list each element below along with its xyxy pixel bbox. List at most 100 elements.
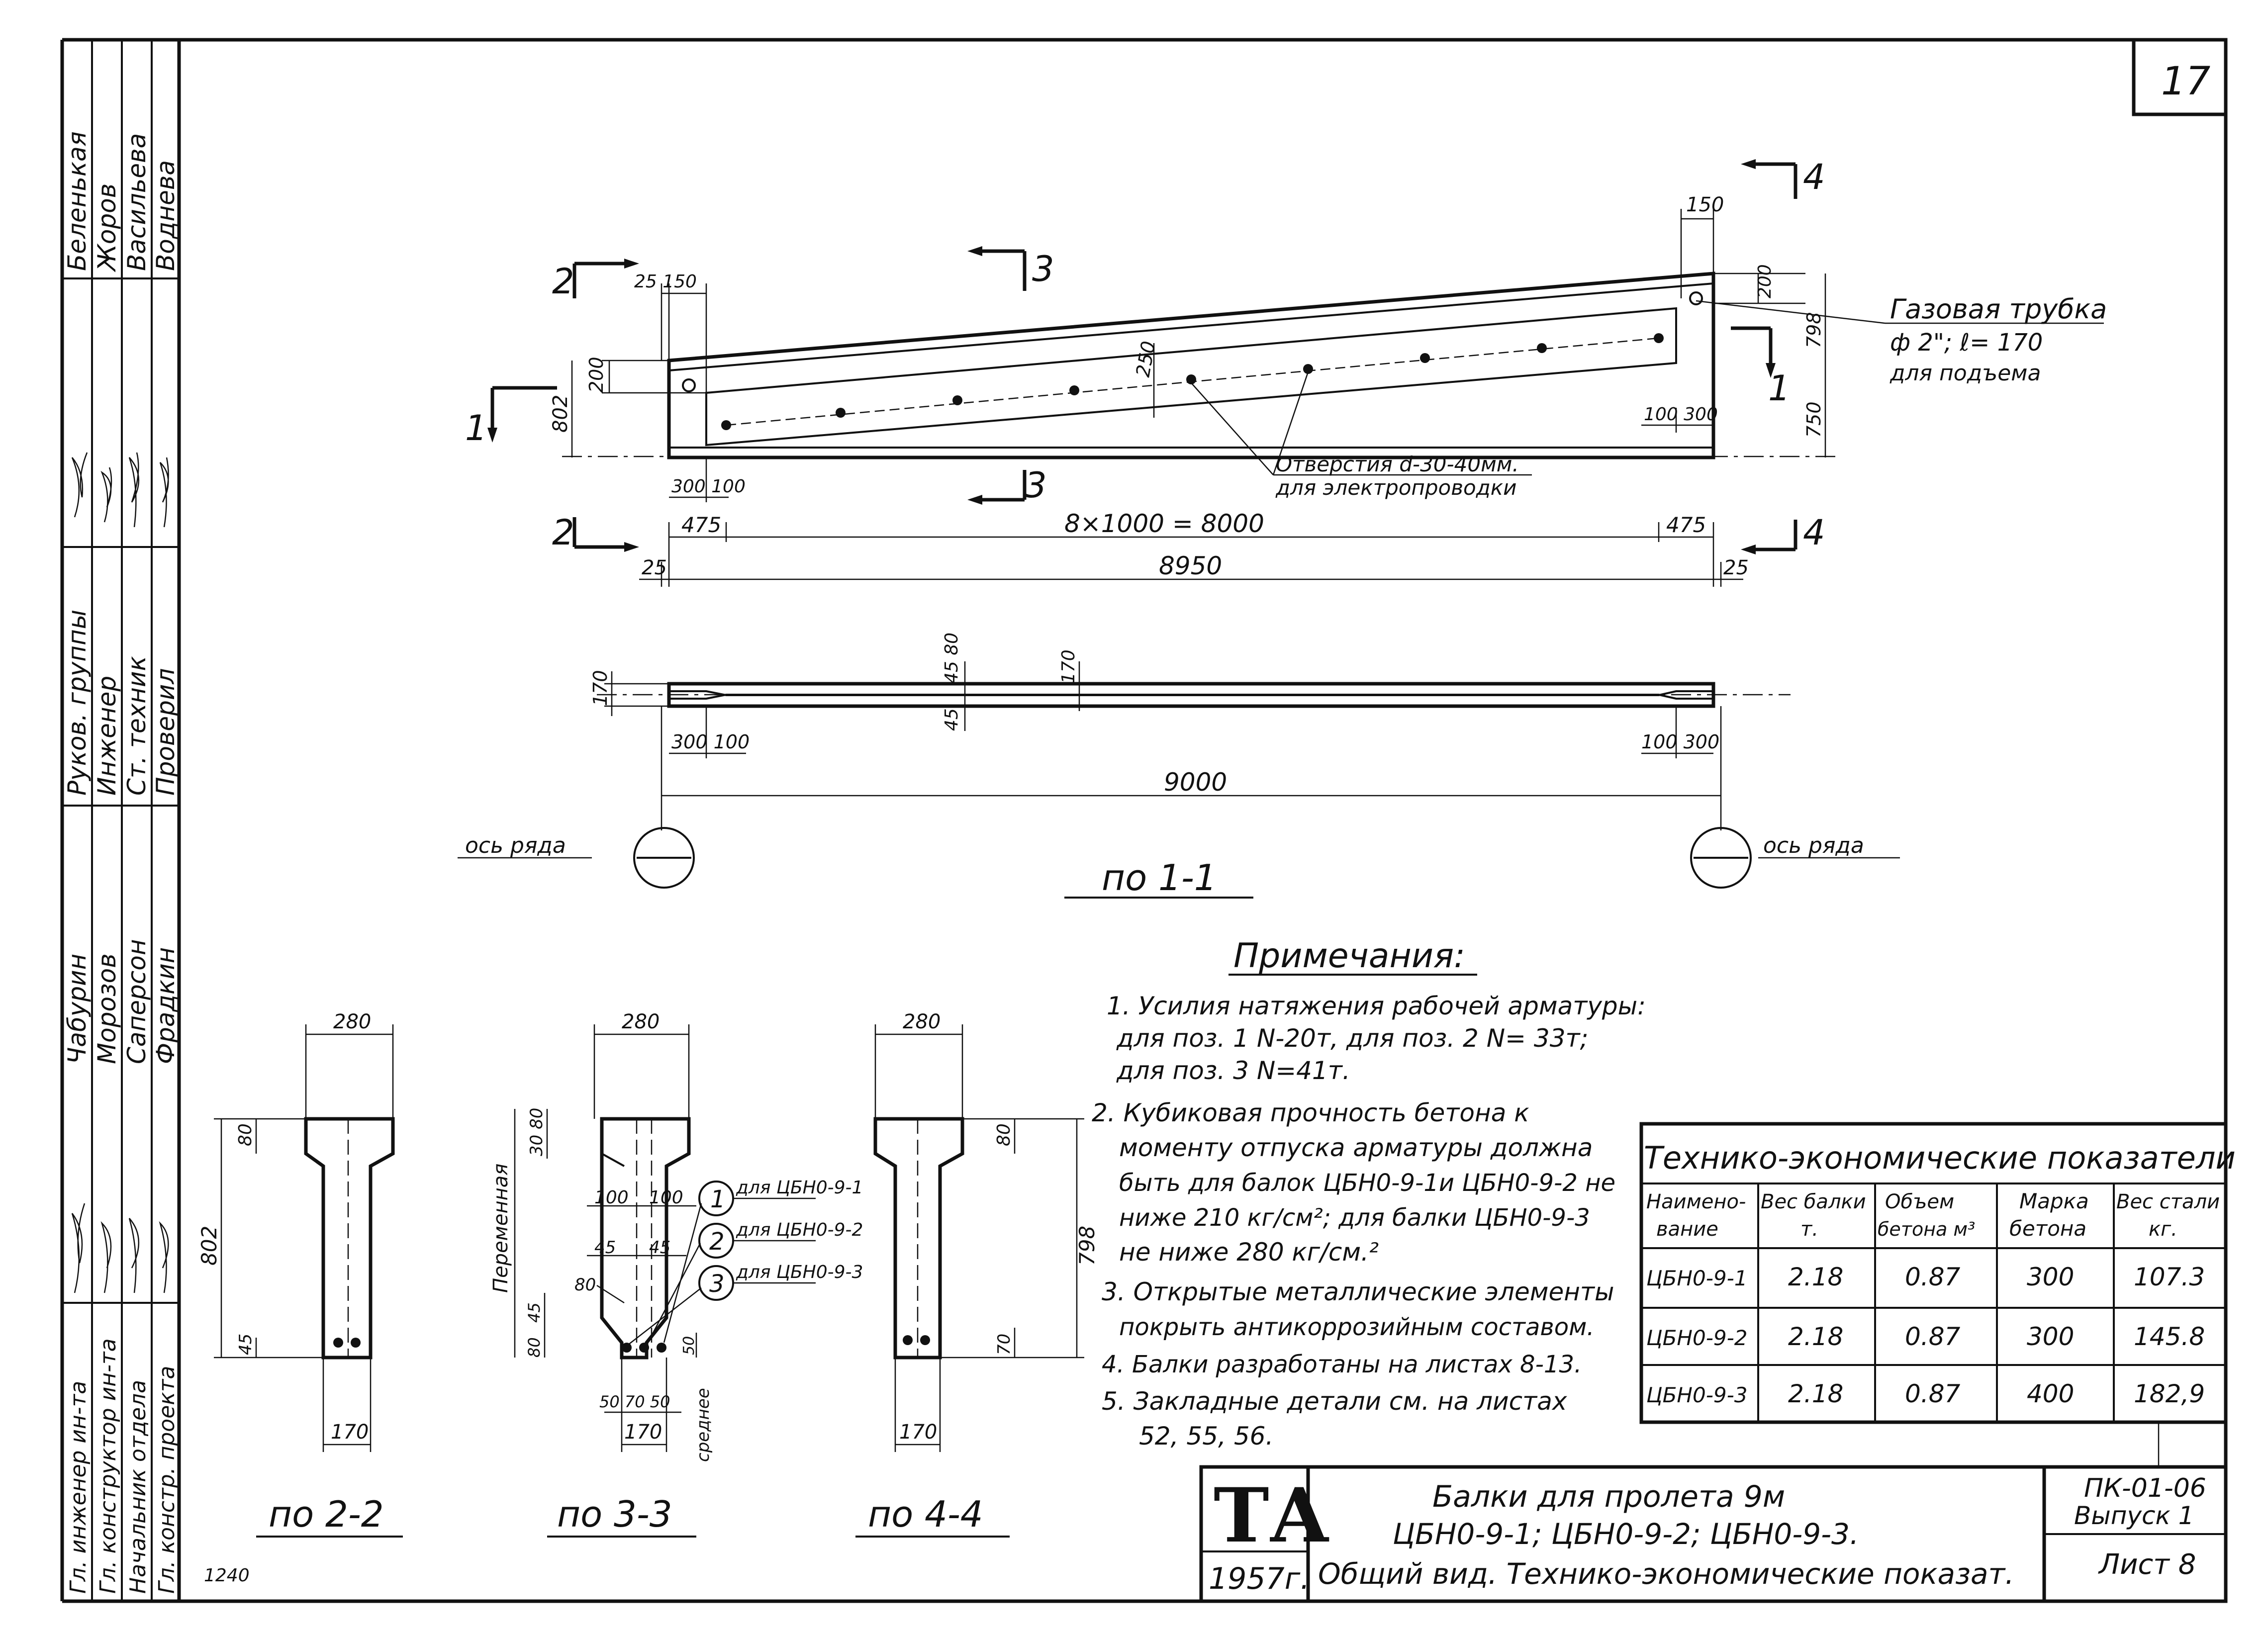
section-4-4-dim-base: 170 [899,1421,937,1444]
section-2-2-dim-base: 170 [331,1421,369,1444]
note-line-3: для поз. 3 N=41т. [1116,1056,1350,1085]
stamp-person-a-3: Васильева [122,133,151,271]
section-mark-3-top: 3 [1032,249,1054,289]
section-mark-4-bottom: 4 [1803,512,1825,553]
section-3-3-dim-w2: 100 [649,1187,683,1208]
section-3-3-dim-w6: 45 [525,1302,544,1323]
title-block-year: 1957г. [1209,1561,1310,1596]
beam-elevation: 2 2 1 3 3 4 4 1 [465,157,2107,587]
section-mark-3-bottom: 3 [1025,465,1047,506]
section-3-3-dim-base-parts: 50 70 50 [599,1392,670,1411]
lift-pipe-left [682,378,696,392]
tech-econ-table: Технико-экономические показатели Наимено… [1639,1122,2236,1424]
table-cell: 300 [2027,1322,2074,1351]
callout-num-2: 2 [709,1228,725,1256]
section-3-3-title: по 3-3 [557,1493,672,1535]
notes-title: Примечания: [1233,936,1465,976]
dim-100-300-right: 100 300 [1644,404,1718,425]
section-3-3-dim-w4: 45 [649,1238,670,1258]
section-mark-2-bottom: 2 [552,512,574,553]
rebar [333,1338,343,1348]
callout-num-1: 1 [710,1185,726,1213]
rebar [622,1343,632,1353]
stamp-person-a-1: Беленькая [63,131,92,271]
plan-dimensions: 170 45 80 45 170 300 100 100 300 9000 [589,633,1722,830]
table-header-5-a: Вес стали [2116,1190,2220,1213]
section-mark-1-left: 1 [465,408,487,449]
hole [1069,385,1079,395]
holes-note-line-1: Отверстия d-30-40мм. [1276,452,1519,476]
note-line-10: покрыть антикоррозийным составом. [1119,1313,1595,1341]
axis-bubble-right [1690,827,1752,889]
stamp-person-a-2: Жоров [93,183,121,273]
section-mark-2-top: 2 [552,261,574,302]
stamp-person-b-2: Морозов [93,953,121,1064]
plan-dim-45-80: 45 80 [942,633,962,684]
table-cell: 2.18 [1788,1322,1843,1351]
plan-dim-170-mid: 170 [1058,649,1079,684]
section-marks: 2 2 1 3 3 4 4 1 [465,157,1825,554]
title-line-3: Общий вид. Технико-экономические показат… [1318,1557,2014,1591]
beam-web-panel [705,307,1677,447]
plan-dim-170-left: 170 [589,670,611,706]
section-2-2-dim-top: 280 [333,1010,371,1033]
signature-4 [159,457,169,528]
hole [1303,364,1313,374]
table-header-4-b: бетона [2009,1216,2086,1241]
section-2-2: 280 802 80 45 170 по 2-2 [197,1010,403,1538]
axis-label-left: ось ряда [465,833,566,858]
section-3-3-dim-w3: 45 [594,1238,616,1258]
note-line-2: для поз. 1 N-20т, для поз. 2 N= 33т; [1116,1024,1589,1053]
title-block-code: ПК-01-06 [2084,1473,2206,1503]
plan-dim-45: 45 [942,708,962,731]
note-line-5: моменту отпуска арматуры должна [1119,1133,1593,1162]
stamp-title-2: Гл. конструктор ин-та [95,1338,121,1594]
stamp-title-1: Гл. инженер ин-та [66,1381,91,1594]
section-2-2-dim-flange: 80 [235,1123,256,1146]
table-cell: 182,9 [2134,1379,2205,1408]
notes: Примечания: 1. Усилия натяжения рабочей … [1092,936,1646,1451]
note-line-8: не ниже 280 кг/см.² [1119,1238,1379,1267]
rebar [351,1338,361,1348]
rebar [657,1343,666,1353]
title-line-1: Балки для пролета 9м [1432,1479,1785,1514]
table-cell: ЦБН0-9-1 [1646,1266,1747,1290]
stamp-person-a-4: Воднева [151,160,180,271]
table-cell: 107.3 [2134,1263,2205,1291]
pipe-note: Газовая трубка ф 2"; ℓ= 170 для подъема [1696,293,2107,386]
section-4-4-dim-height: 798 [1075,1226,1099,1266]
hole [1654,333,1664,343]
pipe-note-line-2: ф 2"; ℓ= 170 [1890,329,2043,357]
section-4-4-dim-flange: 80 [994,1123,1014,1146]
section-mark-1-right: 1 [1768,368,1791,409]
table-header-2-b: т. [1800,1218,1818,1241]
holes-note: Отверстия d-30-40мм. для электропроводки [1191,371,1532,500]
section-2-2-title: по 2-2 [269,1493,384,1535]
hole [836,408,846,418]
dim-475-right: 475 [1666,513,1706,537]
signature-3 [128,452,140,528]
hole [952,395,962,405]
rebar [903,1335,913,1345]
table-cell: ЦБН0-9-2 [1646,1326,1747,1350]
signature-5 [71,1203,86,1293]
section-3-3-outline [600,1117,691,1360]
callout-num-3: 3 [709,1270,725,1298]
section-3-3-dim-base: 170 [624,1421,662,1444]
stamp-title-3: Начальник отдела [125,1380,151,1594]
plan-dim-300-100-left: 300 100 [671,731,750,753]
stamp-person-b-4: Фрадкин [151,947,180,1064]
table-cell: 400 [2027,1379,2074,1408]
table-cell: 145.8 [2134,1322,2205,1351]
section-2-2-outline [304,1117,395,1360]
title-block-issue: Выпуск 1 [2074,1501,2194,1530]
side-stamp: Беленькая Жоров Васильева Воднева Руков.… [62,40,180,1601]
stamp-role-4: Проверил [151,668,180,796]
note-line-1: 1. Усилия натяжения рабочей арматуры: [1107,992,1646,1020]
elevation-dimensions: 25 150 150 200 802 250 200 798 750 100 3… [549,193,1826,587]
dim-150-top: 150 [1686,193,1724,216]
table-header-2-a: Вес балки [1761,1190,1866,1213]
table-cell: ЦБН0-9-3 [1646,1383,1747,1407]
section-3-3-vertical-label: Переменная [489,1164,512,1293]
